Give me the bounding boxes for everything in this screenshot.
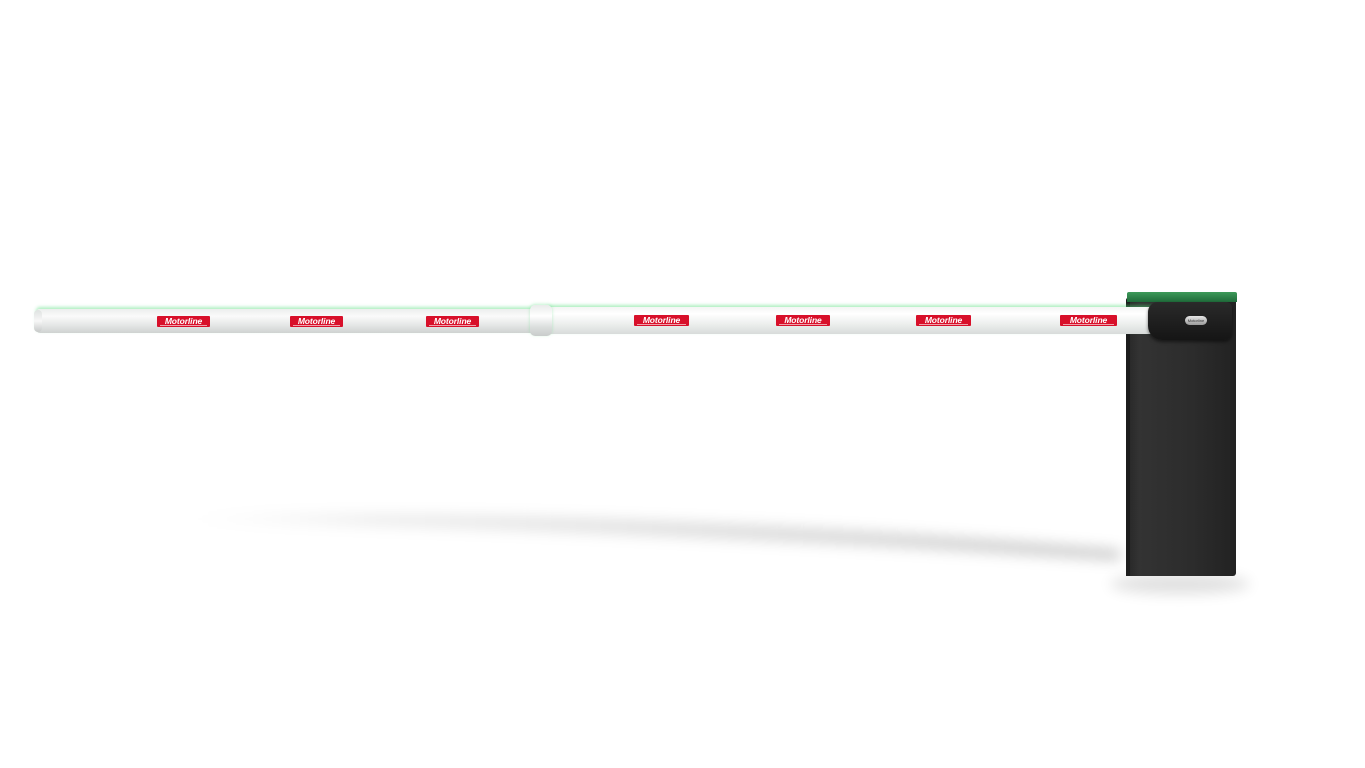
brand-decal: Motorline	[1060, 315, 1117, 326]
cabinet-led-top	[1127, 292, 1237, 302]
brand-decal: Motorline	[634, 315, 689, 326]
brand-decal: Motorline	[157, 316, 210, 327]
brand-decal: Motorline	[290, 316, 343, 327]
barrier-cabinet	[1126, 298, 1236, 576]
cabinet-edge	[1126, 300, 1130, 576]
brand-decal: Motorline	[426, 316, 479, 327]
brand-decal: Motorline	[916, 315, 971, 326]
motor-badge: Motorline	[1185, 316, 1207, 325]
boom-joint	[530, 305, 552, 336]
brand-decal: Motorline	[776, 315, 830, 326]
boom-end-cap	[34, 310, 42, 332]
